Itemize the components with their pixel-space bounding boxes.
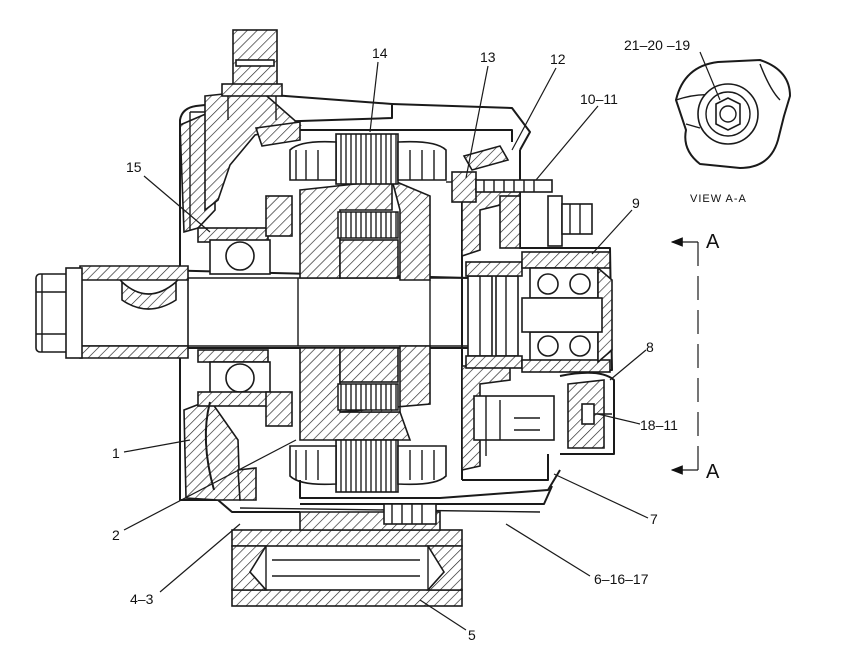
section-line: A A xyxy=(670,231,720,483)
mounting-ear xyxy=(221,29,283,120)
stator-assembly xyxy=(289,133,447,493)
section-mark-top: A xyxy=(706,231,720,253)
rear-bearing xyxy=(521,251,613,373)
terminal-stud xyxy=(451,145,593,249)
fan-blade xyxy=(204,401,257,501)
callout-2: 2 xyxy=(112,527,120,543)
regulator-cover xyxy=(473,371,615,456)
callout-21-20-19: 21–20 –19 xyxy=(624,37,690,53)
callout-10-11: 10–11 xyxy=(580,91,618,107)
drive-pulley xyxy=(231,503,463,607)
section-mark-bottom: A xyxy=(706,461,720,483)
pulley-nut xyxy=(35,267,83,359)
rotor-poles xyxy=(299,178,431,441)
callout-7: 7 xyxy=(650,511,658,527)
callout-4-3: 4–3 xyxy=(130,591,154,607)
slip-ring-assembly xyxy=(465,261,523,369)
callout-8: 8 xyxy=(646,339,654,355)
callout-18-11: 18–11 xyxy=(640,417,678,433)
callout-6-16-17: 6–16–17 xyxy=(594,571,649,587)
detail-view-caption: VIEW A-A xyxy=(690,193,747,205)
detail-view-a-a: VIEW A-A xyxy=(675,59,791,205)
callout-1: 1 xyxy=(112,445,120,461)
callout-13: 13 xyxy=(480,49,496,65)
callout-12: 12 xyxy=(550,51,566,67)
callout-14: 14 xyxy=(372,45,388,61)
leader-lines xyxy=(123,51,721,631)
callout-15: 15 xyxy=(126,159,142,175)
callout-9: 9 xyxy=(632,195,640,211)
callout-5: 5 xyxy=(468,627,476,643)
front-bearing xyxy=(197,195,293,427)
